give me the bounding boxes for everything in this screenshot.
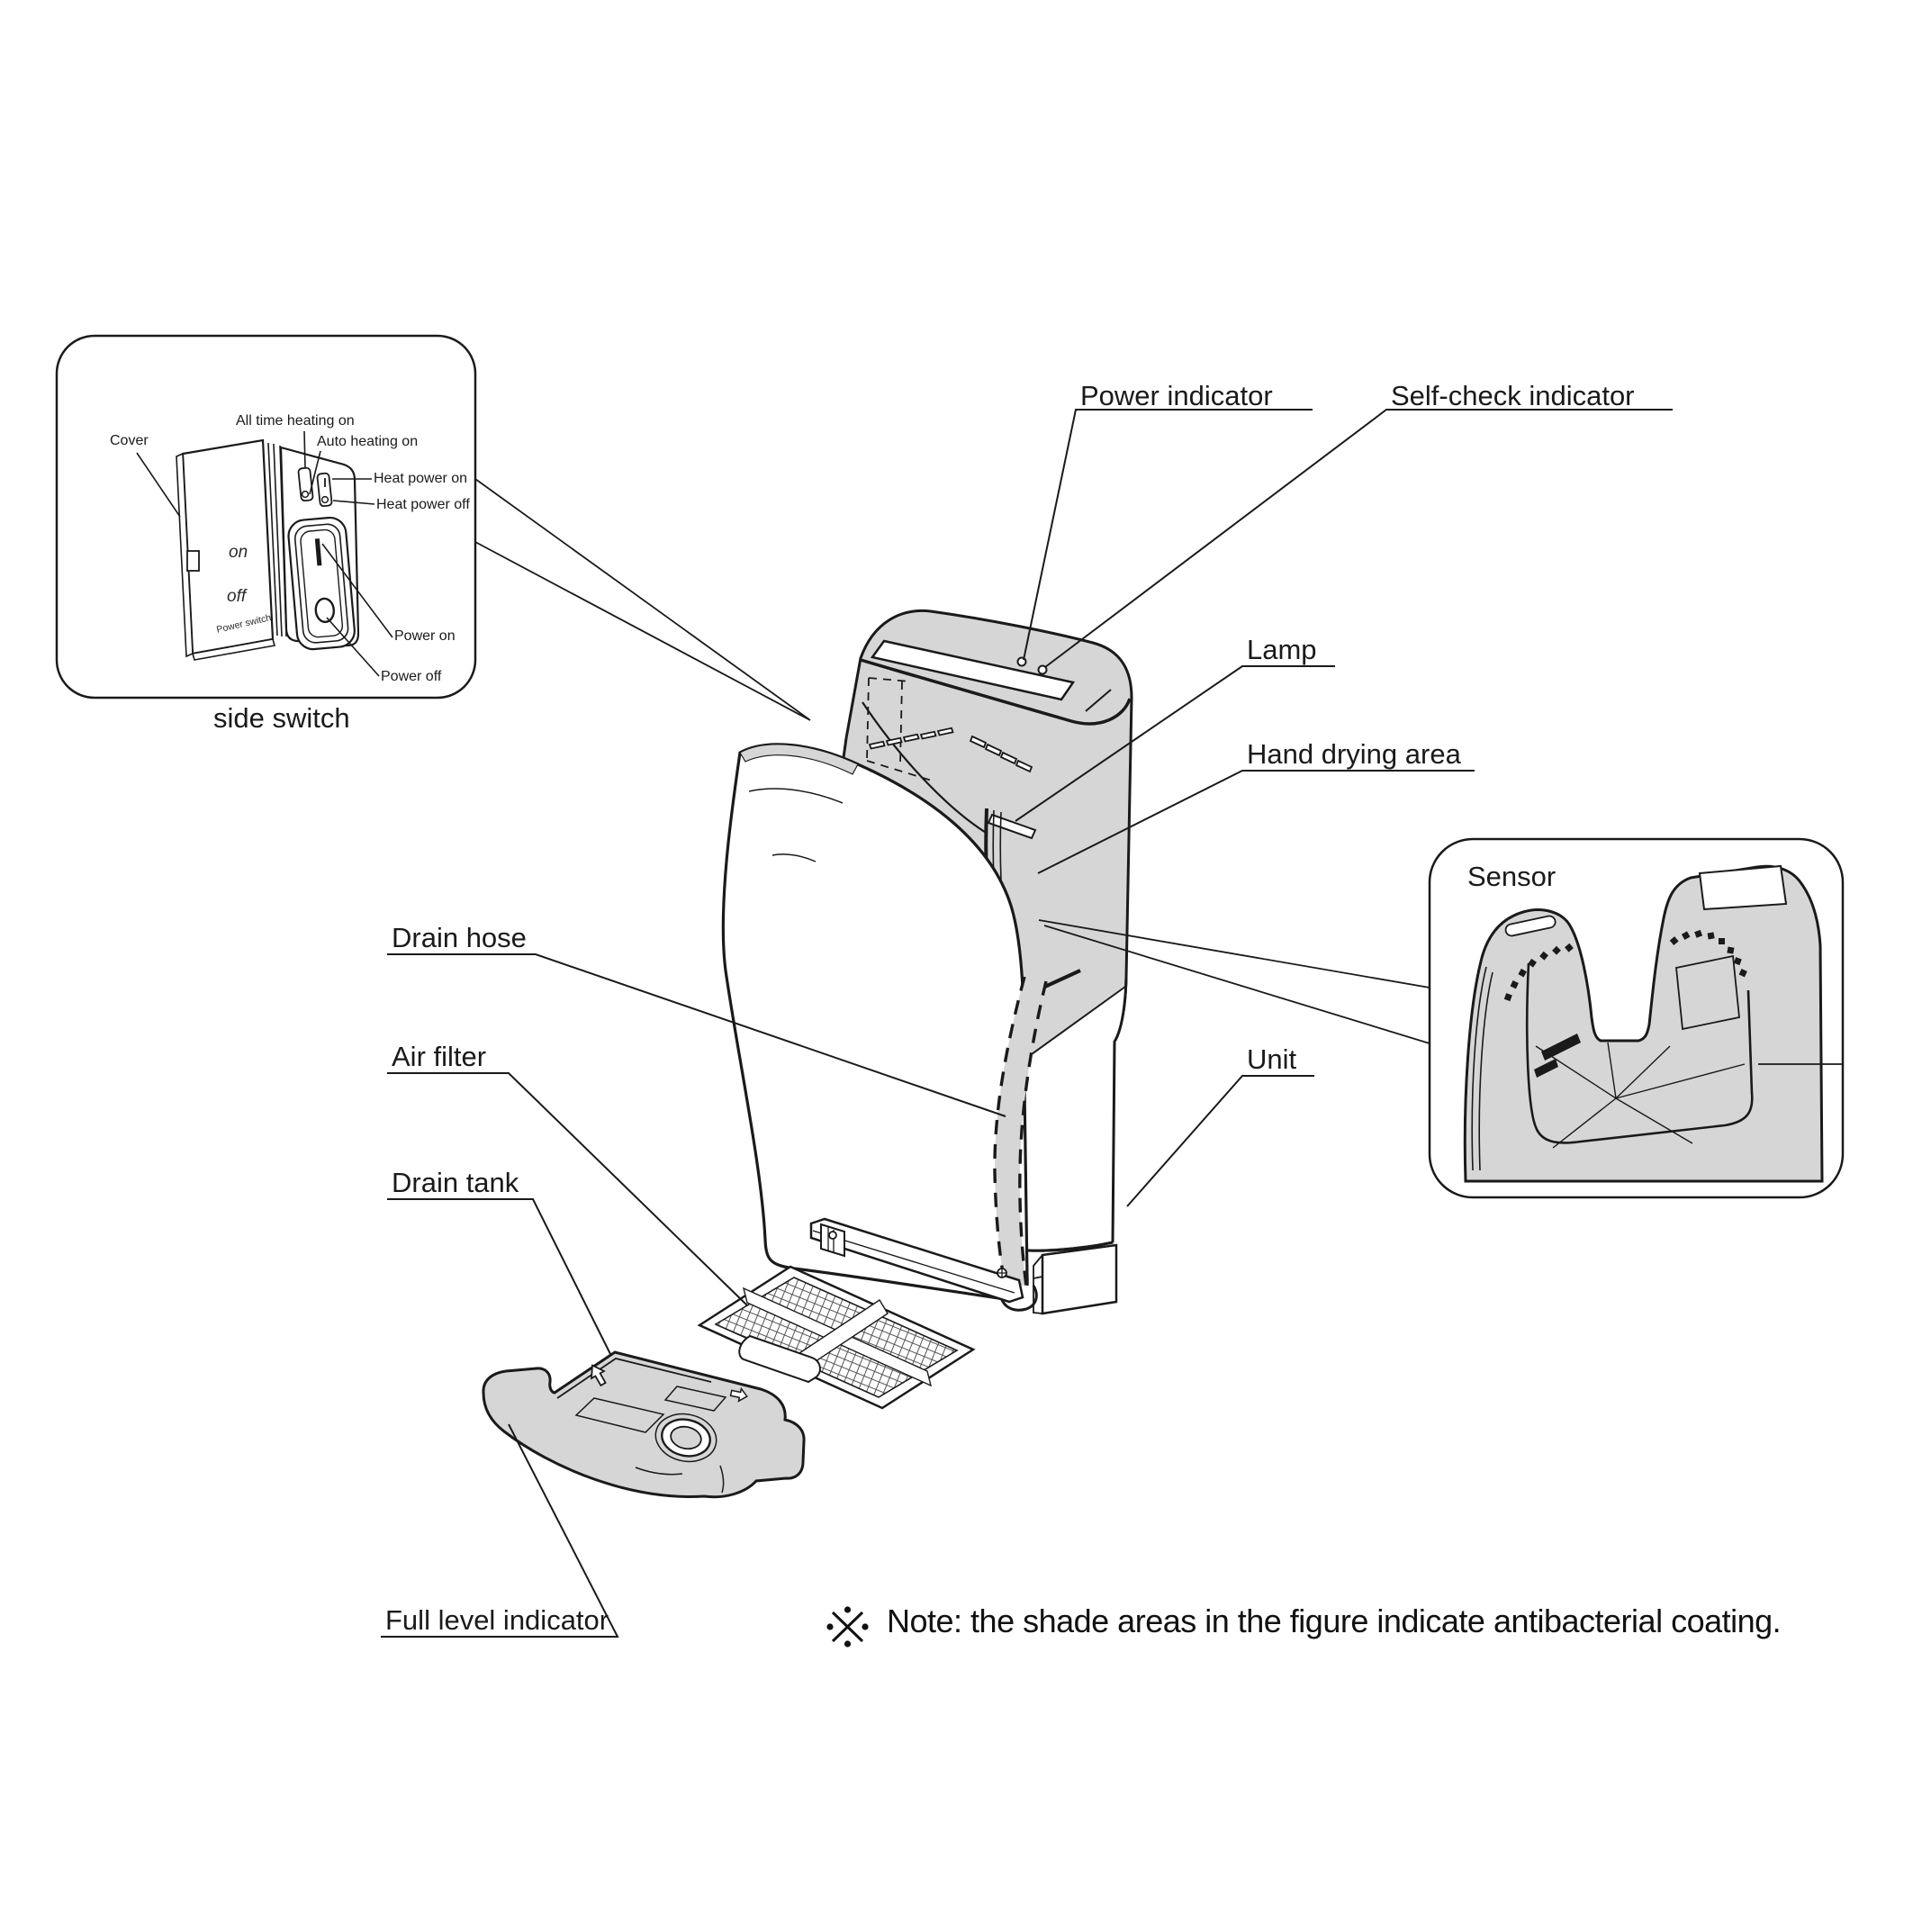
drain-tank-drawing bbox=[482, 1350, 806, 1499]
top-outlet-slot bbox=[870, 639, 1076, 701]
label-all-time-heating-on: All time heating on bbox=[236, 413, 355, 429]
leader-full-level-indicator bbox=[381, 1423, 619, 1638]
sensor-inset bbox=[1038, 837, 1845, 1199]
sensor-dots-right bbox=[1669, 929, 1747, 978]
left-bracket bbox=[820, 1223, 845, 1258]
leader-unit bbox=[1126, 1075, 1314, 1207]
left-prong-slot bbox=[1504, 915, 1557, 937]
leader-air-filter bbox=[387, 1072, 748, 1306]
side-switch-inset bbox=[55, 334, 811, 721]
leader-heat-off bbox=[332, 500, 375, 505]
label-lamp: Lamp bbox=[1247, 634, 1317, 665]
unit-lower-right-face bbox=[1025, 987, 1125, 1250]
heating-indicator-bars bbox=[297, 466, 333, 508]
tank-body-coated bbox=[482, 1350, 806, 1499]
label-side-switch: side switch bbox=[213, 702, 350, 734]
leader-power-on bbox=[321, 543, 393, 638]
label-leaders bbox=[381, 409, 1673, 1638]
label-on: on bbox=[229, 543, 248, 562]
label-heat-power-off: Heat power off bbox=[376, 497, 470, 512]
air-filter-drawing bbox=[697, 1265, 976, 1410]
label-drain-hose: Drain hose bbox=[392, 922, 527, 953]
label-power-off: Power off bbox=[381, 669, 442, 684]
hidden-duct-dashes bbox=[866, 677, 935, 782]
sensor-mark-small bbox=[1534, 1059, 1558, 1078]
leader-hand-drying-area bbox=[1037, 770, 1475, 874]
inset-pointer-lines bbox=[474, 478, 811, 721]
sensor-mark-large bbox=[1541, 1034, 1581, 1061]
cavity-fan-lines bbox=[1535, 1042, 1746, 1149]
label-power-indicator: Power indicator bbox=[1080, 380, 1273, 411]
label-heat-power-on: Heat power on bbox=[374, 471, 468, 486]
base-parts bbox=[809, 1217, 1118, 1315]
label-sensor: Sensor bbox=[1467, 861, 1557, 892]
air-nozzle-slats bbox=[868, 727, 1033, 773]
switch-panel bbox=[279, 446, 360, 651]
base-rail bbox=[809, 1217, 1024, 1304]
tank-right-arrow bbox=[729, 1386, 748, 1403]
rocker-on-mark bbox=[314, 538, 322, 566]
top-edge bbox=[860, 658, 1132, 726]
leader-power-off bbox=[326, 617, 380, 677]
self-check-indicator-led bbox=[1037, 664, 1048, 675]
main-unit bbox=[721, 609, 1133, 1315]
right-prong-slot bbox=[1698, 864, 1788, 911]
rocker-off-mark bbox=[314, 597, 336, 624]
leader-drain-hose bbox=[387, 953, 1006, 1117]
screw-left bbox=[828, 1231, 837, 1240]
label-hand-drying-area: Hand drying area bbox=[1247, 738, 1461, 770]
right-bracket bbox=[1041, 1243, 1118, 1315]
leader-all-time bbox=[303, 430, 306, 469]
reference-mark-icon bbox=[826, 1606, 869, 1648]
label-unit: Unit bbox=[1247, 1043, 1297, 1075]
label-full-level-indicator: Full level indicator bbox=[385, 1604, 609, 1636]
label-drain-tank: Drain tank bbox=[392, 1167, 519, 1198]
leader-cover bbox=[136, 452, 181, 518]
label-air-filter: Air filter bbox=[392, 1041, 487, 1072]
cover-clip bbox=[186, 550, 200, 572]
tank-up-arrow bbox=[591, 1364, 607, 1387]
note-text: Note: the shade areas in the figure indi… bbox=[887, 1602, 1782, 1639]
leader-drain-tank bbox=[387, 1198, 611, 1355]
leader-power-indicator bbox=[1023, 409, 1313, 661]
switch-cover-flap bbox=[176, 438, 276, 661]
right-prong-window bbox=[1675, 954, 1740, 1031]
sensor-pointer-lines bbox=[1038, 919, 1430, 1044]
label-auto-heating-on: Auto heating on bbox=[317, 434, 419, 449]
front-cover bbox=[721, 743, 1029, 1302]
power-rocker-switch bbox=[287, 516, 356, 651]
leader-lamp bbox=[1015, 665, 1335, 822]
leader-auto bbox=[309, 450, 321, 495]
filter-handle bbox=[738, 1334, 821, 1384]
sensor-dots-left bbox=[1503, 943, 1574, 1002]
cover-coated-rim bbox=[739, 744, 859, 775]
label-power-on: Power on bbox=[394, 628, 456, 644]
leader-self-check-indicator bbox=[1044, 409, 1673, 668]
label-cover: Cover bbox=[110, 433, 149, 448]
label-off: off bbox=[227, 587, 247, 606]
label-self-check-indicator: Self-check indicator bbox=[1391, 380, 1635, 411]
sensor-top-view bbox=[1463, 864, 1842, 1183]
